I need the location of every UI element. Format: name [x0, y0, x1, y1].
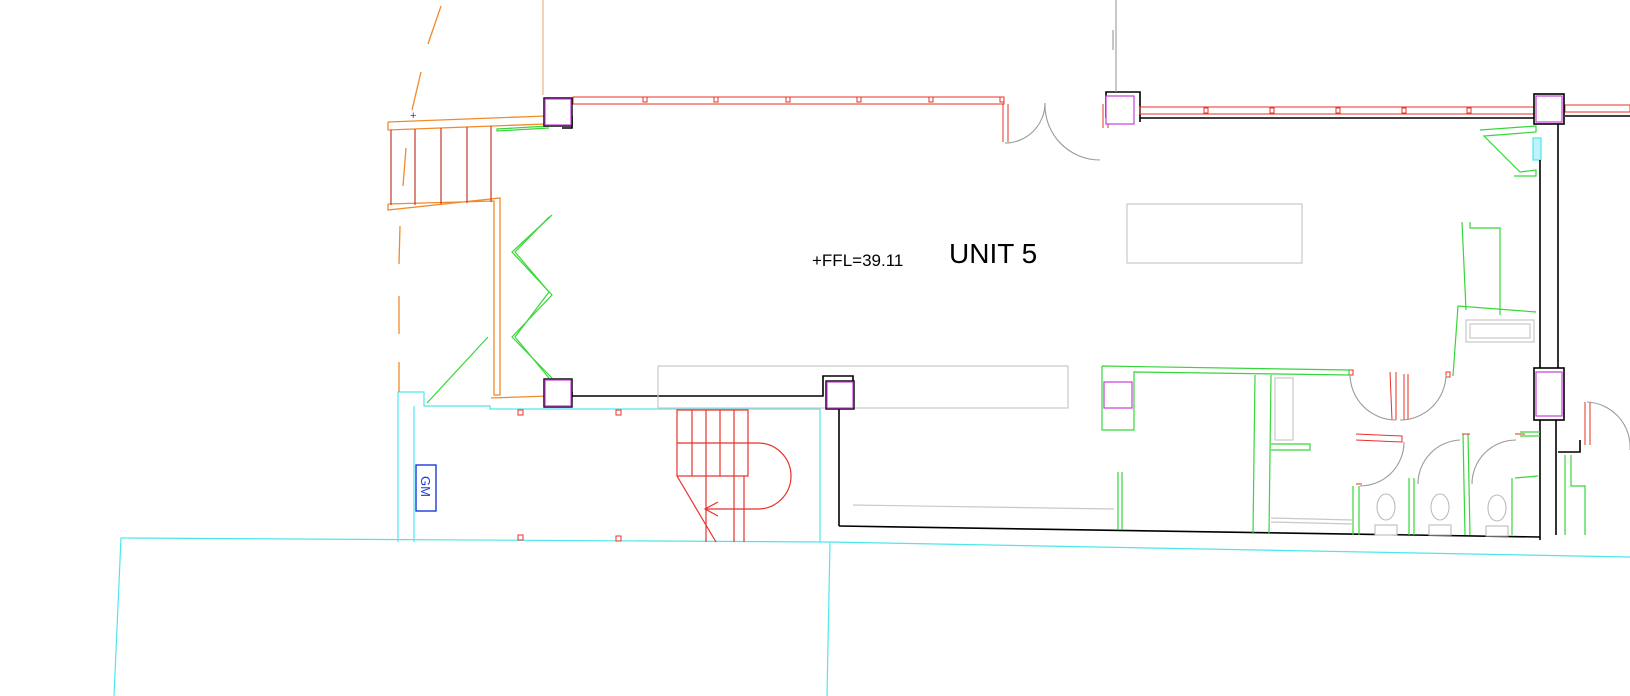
furniture-outlines	[657, 203, 1535, 525]
window-mullions	[517, 96, 1472, 542]
new-stair	[676, 409, 792, 543]
site-boundary	[113, 137, 1630, 696]
ffl-level-label: +FFL=39.11	[812, 251, 903, 270]
existing-stair-structure	[387, 5, 549, 399]
wc-door-frames	[1355, 374, 1525, 485]
unit-label: UNIT 5	[949, 238, 1037, 269]
wc-pans	[1374, 493, 1509, 537]
internal-partitions	[426, 125, 1586, 536]
unit-walls	[562, 91, 1630, 540]
structural-columns	[543, 93, 1565, 421]
gas-meter: GM	[415, 464, 437, 512]
existing-stair-treads	[390, 126, 492, 205]
door-swings	[1004, 0, 1630, 487]
gas-meter-label: GM	[418, 476, 433, 497]
crosshair-mark: +	[410, 110, 416, 122]
